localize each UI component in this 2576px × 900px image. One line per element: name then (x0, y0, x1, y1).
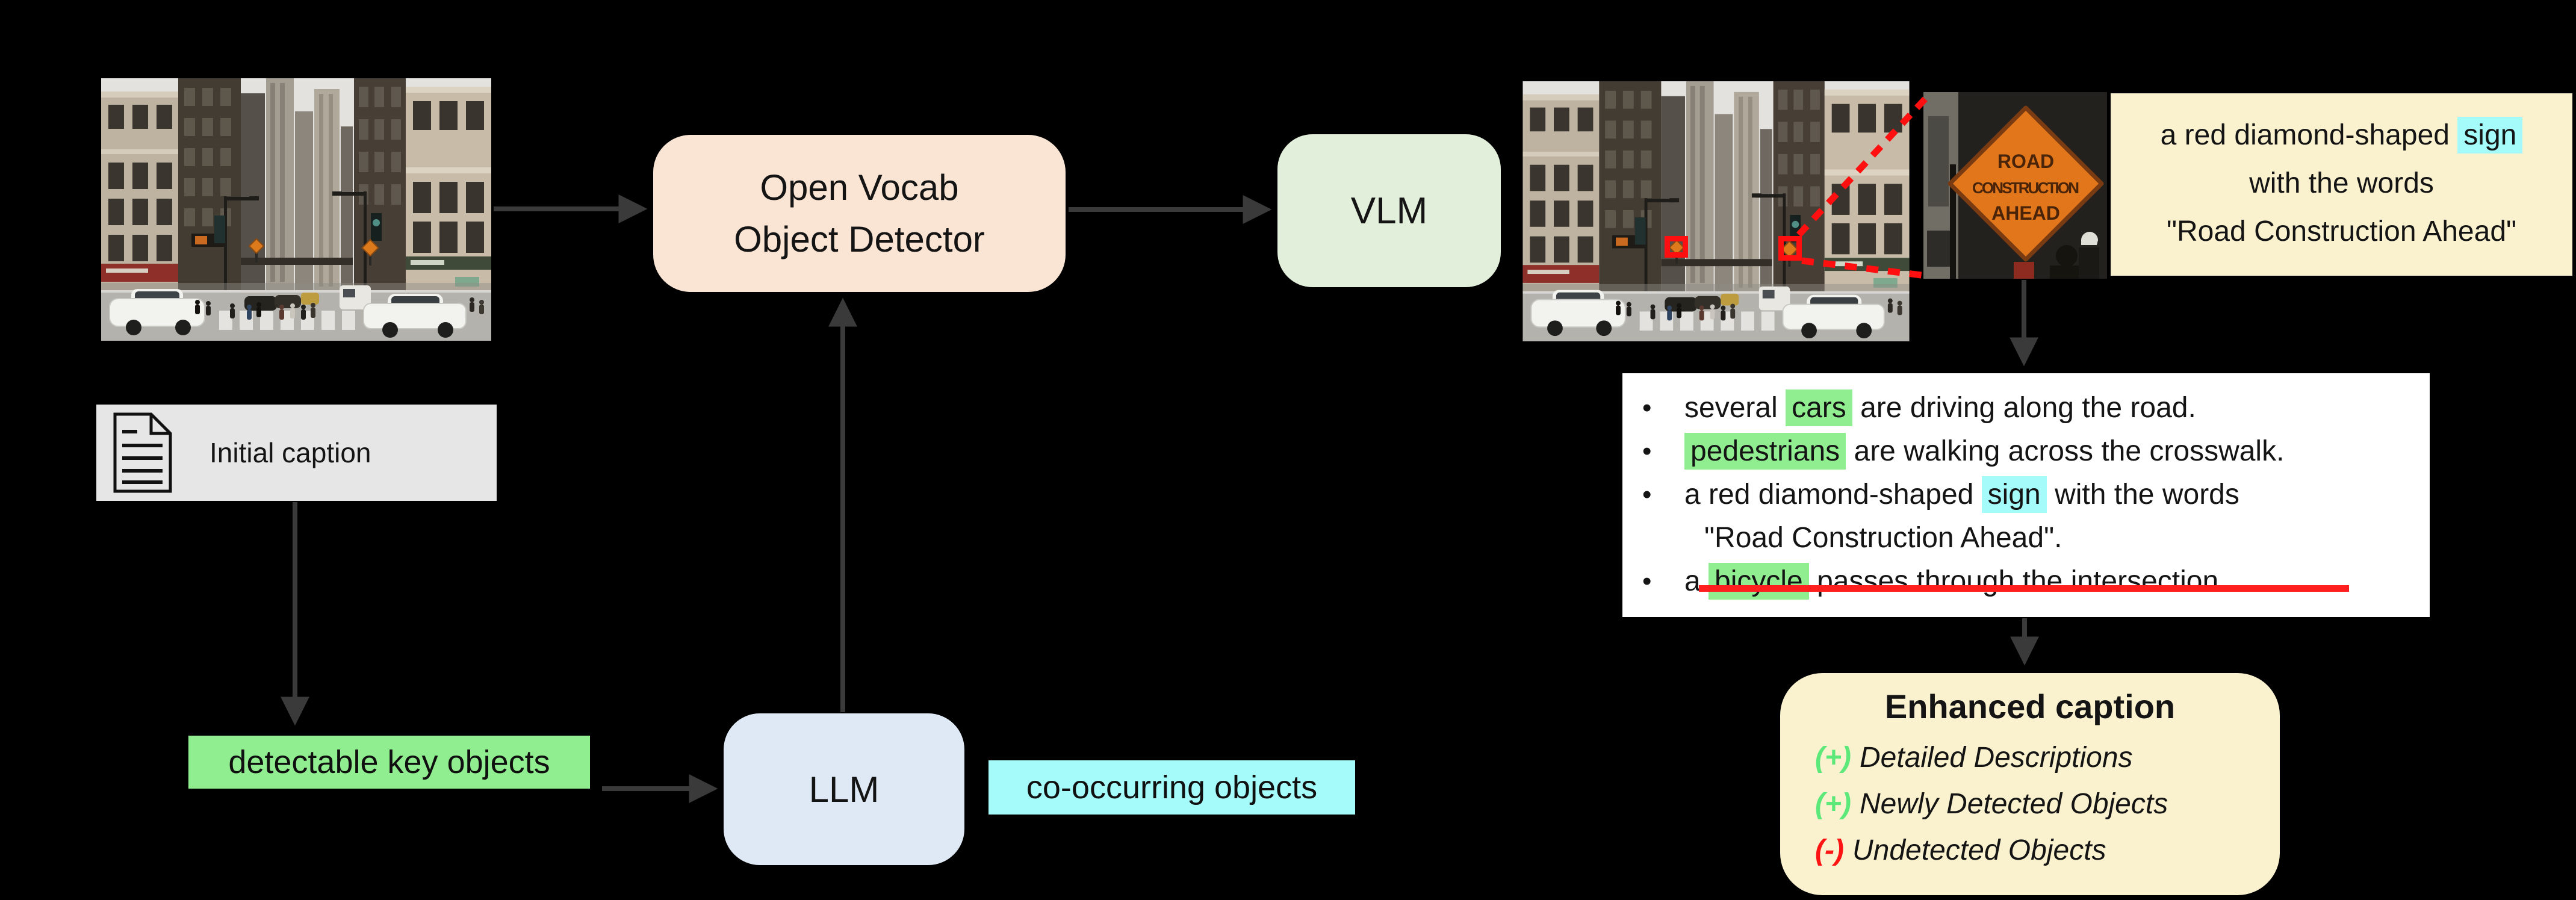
node-open-vocab-object-detector: Open Vocab Object Detector (653, 135, 1066, 292)
detection-box-sign-right (1778, 236, 1802, 261)
construction-sign: ROAD CONSTRUCTION AHEAD (1948, 105, 2104, 262)
enhanced-item-newly-detected: (+)Newly Detected Objects (1815, 788, 2168, 820)
caption-item-pedestrians: • pedestrians are walking across the cro… (1622, 430, 2412, 473)
caption-item-sign: • a red diamond-shaped sign with the wor… (1622, 473, 2412, 517)
document-icon (113, 412, 172, 493)
caption-item-sign-line2: "Road Construction Ahead". (1704, 522, 2062, 554)
sign-text-road: ROAD (1997, 151, 2054, 172)
detector-label-line1: Open Vocab (760, 167, 959, 208)
detector-label-line2: Object Detector (734, 219, 985, 259)
strikethrough-line (1699, 585, 2349, 592)
node-llm: LLM (724, 713, 964, 865)
enhanced-item-undetected: (-)Undetected Objects (1815, 834, 2106, 866)
callout-line3: "Road Construction Ahead" (2166, 216, 2517, 247)
enhanced-caption-title: Enhanced caption (1884, 687, 2176, 725)
initial-caption-box: Initial caption (96, 405, 497, 501)
caption-item-bicycle: • a bicycle passes through the intersect… (1622, 560, 2412, 603)
callout-sign-highlight: sign (2457, 117, 2523, 154)
detection-box-sign-left (1665, 236, 1688, 258)
sign-crop-photo: ROAD CONSTRUCTION AHEAD (1923, 92, 2107, 279)
vlm-label: VLM (1350, 190, 1428, 232)
co-occurring-objects-label: co-occurring objects (989, 760, 1355, 815)
sign-callout: a red diamond-shaped sign with the words… (2111, 93, 2572, 276)
sign-text-construction: CONSTRUCTION (1972, 179, 2079, 197)
node-vlm: VLM (1277, 134, 1501, 287)
initial-caption-label: Initial caption (209, 437, 371, 468)
highlight-bicycle: bicycle (1709, 563, 1809, 600)
highlight-sign: sign (1981, 476, 2047, 513)
caption-item-cars: • several cars are driving along the roa… (1622, 386, 2412, 430)
street-photo-input (101, 78, 491, 341)
street-photo-detected (1522, 81, 1910, 341)
highlight-pedestrians: pedestrians (1684, 433, 1846, 470)
sign-text-ahead: AHEAD (1991, 202, 2060, 224)
highlight-cars: cars (1786, 389, 1852, 426)
llm-label: LLM (808, 769, 880, 810)
detectable-key-objects-label: detectable key objects (188, 736, 590, 789)
callout-line1-pre: a red diamond-shaped (2160, 119, 2458, 151)
caption-list: • several cars are driving along the roa… (1622, 373, 2430, 617)
callout-line2: with the words (2249, 167, 2434, 199)
enhanced-caption-box: Enhanced caption (+)Detailed Description… (1780, 673, 2280, 895)
enhanced-item-detailed: (+)Detailed Descriptions (1815, 742, 2133, 774)
